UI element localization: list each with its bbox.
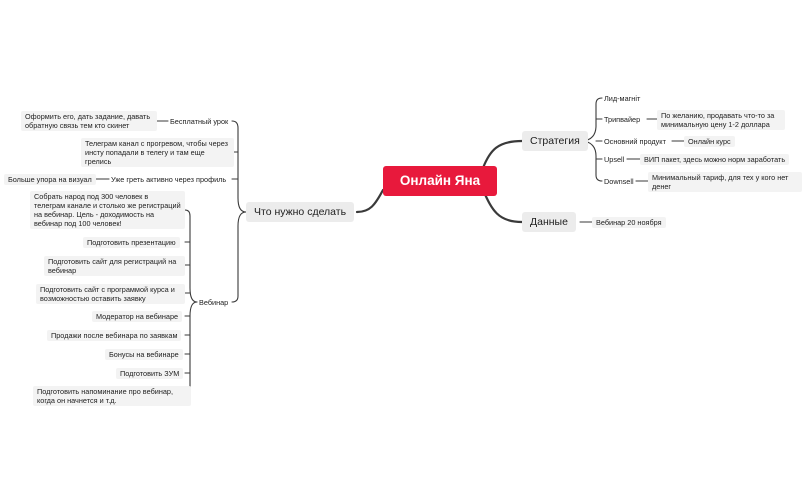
- central-topic[interactable]: Онлайн Яна: [383, 166, 497, 196]
- connector-todo-bracket: [231, 120, 247, 213]
- strategy-tripwire-detail[interactable]: По желанию, продавать что-то за минималь…: [657, 110, 785, 130]
- branch-todo[interactable]: Что нужно сделать: [246, 202, 355, 222]
- strategy-item-lead-magnet[interactable]: Лид-магніт: [604, 94, 641, 103]
- connector-todo-bracket-low: [231, 211, 247, 303]
- webinar-task-sales[interactable]: Продажи после вебинара по заявкам: [47, 330, 182, 341]
- data-item-webinar-date[interactable]: Вебинар 20 ноября: [592, 217, 666, 228]
- webinar-task-registration-site[interactable]: Подготовить сайт для регистраций на веби…: [44, 256, 185, 276]
- todo-free-lesson-detail[interactable]: Оформить его, дать задание, давать обрат…: [21, 111, 157, 131]
- connector-strategy-bracket: [580, 97, 603, 142]
- strategy-main-detail[interactable]: Онлайн курс: [684, 136, 735, 147]
- webinar-task-course-site[interactable]: Подготовить сайт с программой курса и во…: [36, 284, 185, 304]
- strategy-downsell-detail[interactable]: Минимальный тариф, для тех у кого нет де…: [648, 172, 802, 192]
- connector-central-todo: [355, 188, 385, 214]
- webinar-task-gather-audience[interactable]: Собрать народ под 300 человек в телеграм…: [30, 191, 185, 229]
- todo-item-free-lesson[interactable]: Бесплатный урок: [170, 117, 229, 126]
- connector-webinar-bracket-top: [184, 209, 198, 303]
- strategy-upsell-detail[interactable]: ВИП пакет, здесь можно норм заработать: [640, 154, 790, 165]
- todo-profile-detail[interactable]: Больше упора на визуал: [4, 174, 96, 185]
- webinar-task-moderator[interactable]: Модератор на вебинаре: [92, 311, 183, 322]
- todo-item-webinar[interactable]: Вебинар: [199, 298, 229, 307]
- webinar-task-reminder[interactable]: Подготовить напоминание про вебинар, ког…: [33, 386, 191, 406]
- webinar-task-zoom[interactable]: Подготовить ЗУМ: [116, 368, 184, 379]
- todo-item-telegram-channel[interactable]: Телеграм канал с прогревом, чтобы через …: [81, 138, 234, 167]
- strategy-item-tripwire[interactable]: Трипвайер: [604, 115, 641, 124]
- webinar-task-presentation[interactable]: Подготовить презентацию: [83, 237, 180, 248]
- connector-strategy-bracket-low: [580, 140, 603, 182]
- strategy-item-downsell[interactable]: Downsell: [604, 177, 634, 186]
- strategy-item-main-product[interactable]: Основний продукт: [604, 137, 666, 146]
- connector-central-strategy: [481, 139, 524, 170]
- branch-strategy[interactable]: Стратегия: [522, 131, 588, 151]
- webinar-task-bonuses[interactable]: Бонусы на вебинаре: [105, 349, 183, 360]
- branch-data[interactable]: Данные: [522, 212, 576, 232]
- todo-item-profile-warmup[interactable]: Уже греть активно через профиль: [111, 175, 227, 184]
- strategy-item-upsell[interactable]: Upsell: [604, 155, 625, 164]
